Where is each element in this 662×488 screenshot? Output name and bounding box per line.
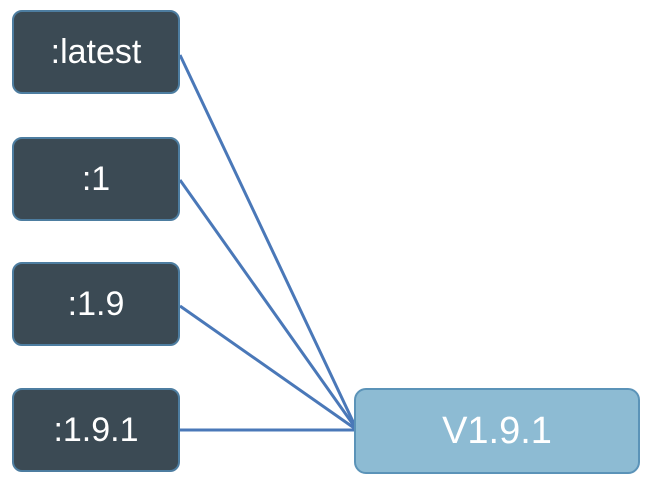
version-label: V1.9.1 <box>442 409 552 452</box>
tag-box-1: :1 <box>12 137 180 221</box>
tag-label: :latest <box>50 32 142 71</box>
connector-1-9-to-version <box>179 304 358 432</box>
tag-label: :1.9 <box>67 284 125 323</box>
connector-1-to-version <box>178 179 359 431</box>
tag-label: :1.9.1 <box>53 410 139 449</box>
connector-latest-to-version <box>178 54 359 431</box>
tag-label: :1 <box>81 159 111 198</box>
tag-box-1-9: :1.9 <box>12 262 180 346</box>
tag-box-latest: :latest <box>12 10 180 94</box>
tag-box-1-9-1: :1.9.1 <box>12 388 180 472</box>
version-box: V1.9.1 <box>354 388 640 474</box>
